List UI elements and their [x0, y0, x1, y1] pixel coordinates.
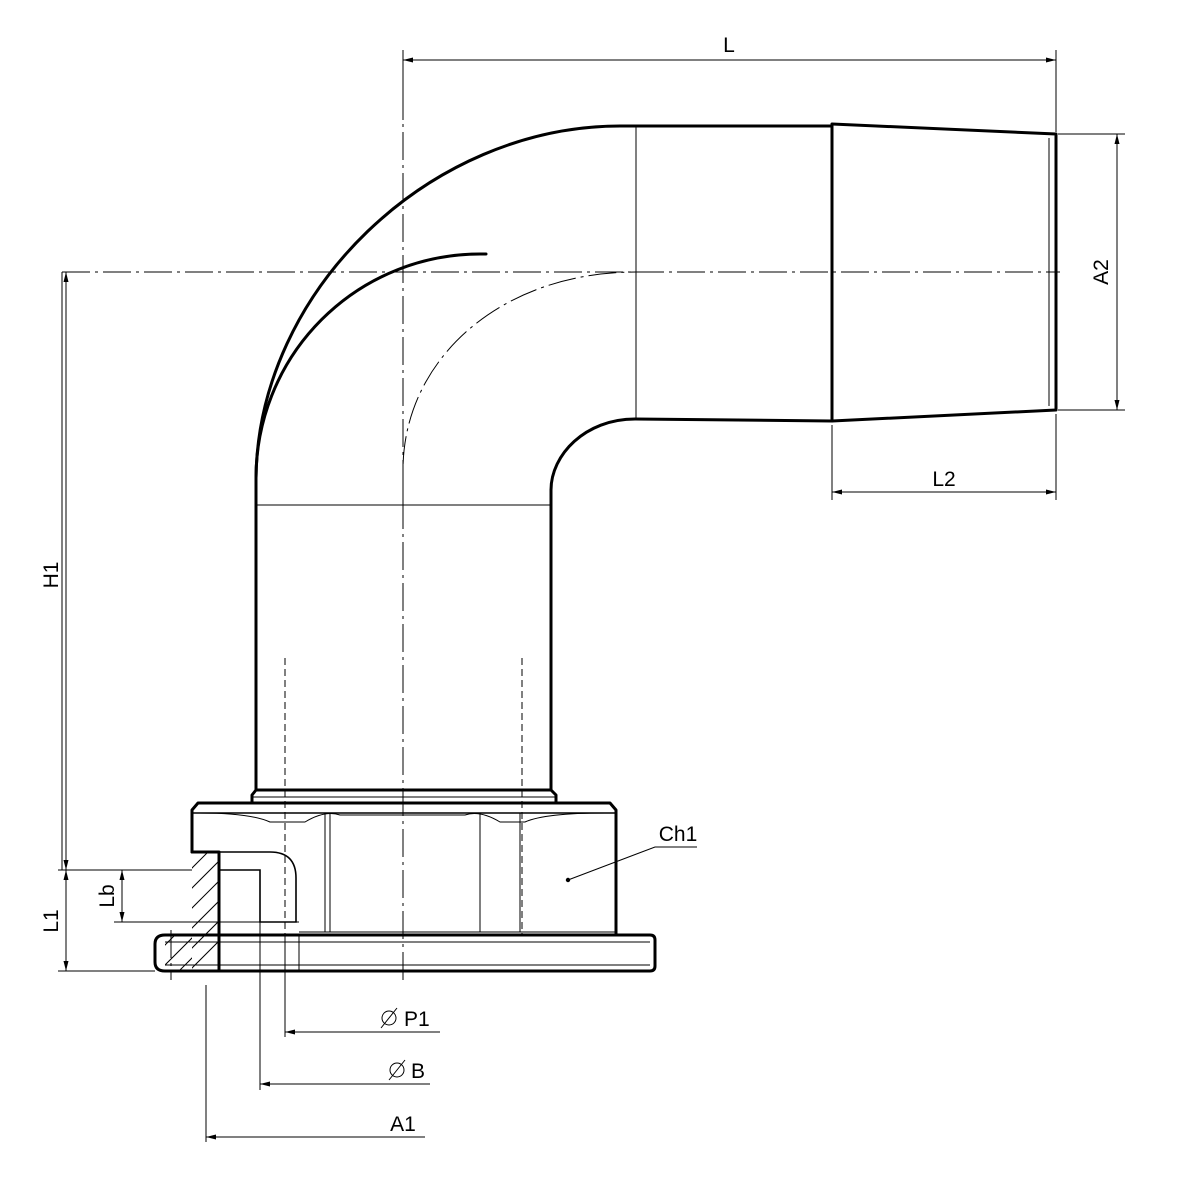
dimensions: L A2 L2 H1 L1 Lb Ch1 [40, 34, 1125, 1142]
section-groove [219, 851, 297, 923]
dim-A2-label: A2 [1090, 259, 1113, 285]
hex-nut [190, 801, 618, 937]
bend-centerline [402, 271, 637, 505]
nut-outline [190, 801, 618, 937]
collar-ring [250, 788, 558, 805]
dim-L2-label: L2 [932, 468, 955, 491]
nut-flat-curves [199, 812, 606, 823]
outer-bend-lower [254, 252, 488, 507]
dim-A1-label: A1 [390, 1113, 416, 1136]
section-wall [190, 850, 221, 972]
flange-outline [153, 933, 657, 973]
diameter-symbol [380, 1007, 398, 1029]
flange [153, 933, 657, 973]
centerlines [62, 50, 1060, 985]
dim-H1-label: H1 [40, 562, 63, 589]
dim-L1-label: L1 [40, 909, 63, 932]
dim-P1-label: P1 [404, 1008, 430, 1031]
outer-bend [254, 124, 834, 480]
section-hatching [192, 852, 219, 969]
dim-Ch1-label: Ch1 [659, 823, 698, 846]
dim-B-label: B [411, 1060, 425, 1083]
dim-Ch1-leader [567, 846, 697, 881]
dim-L-label: L [723, 34, 735, 57]
inner-bend [549, 417, 834, 507]
dim-Lb-label: Lb [96, 884, 119, 907]
section-cut [165, 850, 299, 980]
section-hatching-2 [165, 935, 192, 970]
collar [250, 788, 558, 805]
elbow-body [254, 124, 834, 792]
diameter-symbol [388, 1059, 406, 1081]
